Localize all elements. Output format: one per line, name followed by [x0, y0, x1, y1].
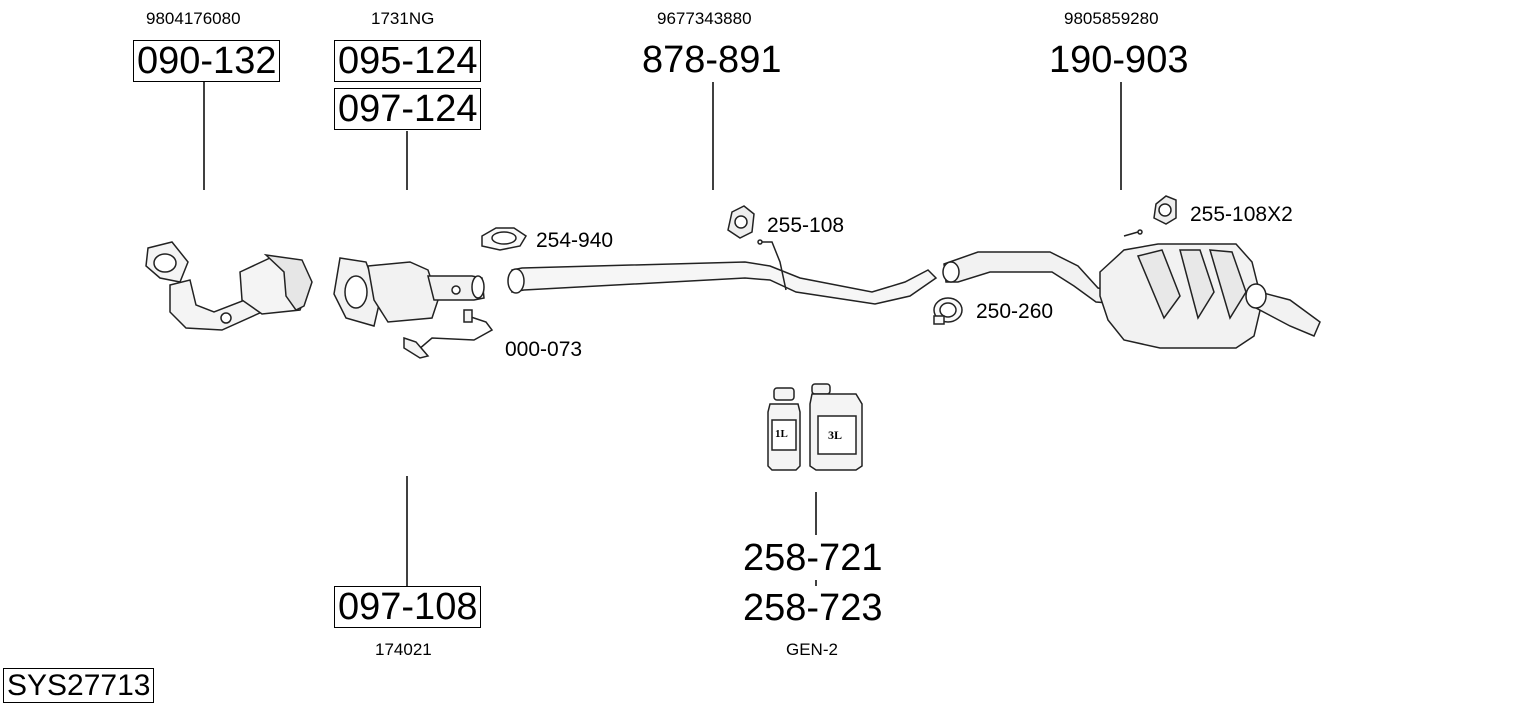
oe-number-sealant: GEN-2 — [786, 640, 838, 659]
part-number-258-723[interactable]: 258-723 — [743, 587, 883, 629]
accessory-000-073[interactable]: 000-073 — [505, 338, 583, 361]
part-number-097-108[interactable]: 097-108 — [334, 586, 482, 628]
part-number-190-903[interactable]: 190-903 — [1049, 39, 1189, 81]
clamp-250-260 — [933, 297, 963, 325]
oe-number-manifold: 9804176080 — [146, 9, 241, 28]
accessory-255-108[interactable]: 255-108 — [767, 214, 845, 237]
oe-number-intermediate-pipe: 9677343880 — [657, 9, 752, 28]
sealant-canister-3l — [809, 383, 863, 471]
part-number-258-721[interactable]: 258-721 — [743, 537, 883, 579]
part-number-878-891[interactable]: 878-891 — [642, 39, 782, 81]
canister-1l-label: 1L — [775, 428, 788, 440]
canister-3l-label: 3L — [828, 428, 843, 442]
accessory-255-108x2[interactable]: 255-108X2 — [1190, 203, 1293, 226]
rubber-mount-255-108x2 — [1153, 195, 1177, 225]
accessory-250-260[interactable]: 250-260 — [976, 300, 1054, 323]
rubber-mount-255-108 — [727, 205, 755, 239]
rear-silencer-part — [942, 229, 1321, 349]
oe-number-097-108: 174021 — [375, 640, 432, 659]
part-number-095-124[interactable]: 095-124 — [334, 40, 482, 82]
accessory-254-940[interactable]: 254-940 — [536, 229, 614, 252]
system-code: SYS27713 — [3, 668, 155, 703]
oe-number-catalyst: 1731NG — [371, 9, 435, 28]
part-number-090-132[interactable]: 090-132 — [133, 40, 281, 82]
oe-number-rear-silencer: 9805859280 — [1064, 9, 1159, 28]
intermediate-pipe-part — [507, 239, 938, 305]
sealant-canister-1l — [767, 387, 801, 471]
catalytic-converter-part — [333, 257, 485, 327]
clamp-254-940 — [481, 227, 528, 251]
sensor-part — [403, 309, 494, 359]
manifold-part — [145, 241, 313, 331]
part-number-097-124[interactable]: 097-124 — [334, 88, 482, 130]
